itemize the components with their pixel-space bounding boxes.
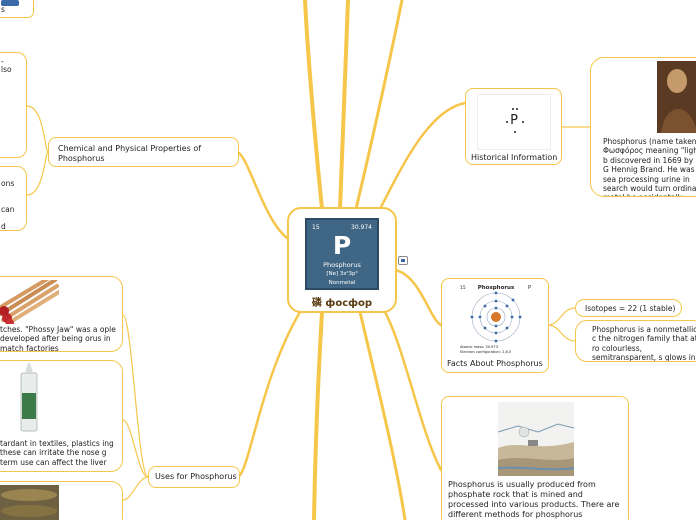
matches-image [0,280,59,324]
chem-property-node-2[interactable]: ons can d [0,166,27,231]
nonmetal-node[interactable]: Phosphorus is a nonmetallic c the nitrog… [575,320,696,362]
use-matches-text: tches. "Phossy Jaw" was a ople developed… [0,325,116,352]
link-uses-rocket [122,476,149,501]
production-node[interactable]: Phosphorus is usually produced from phos… [441,396,629,520]
use-flame-retardant-text: tardant in textiles, plastics ing these … [0,439,114,467]
branch-facts [393,268,443,327]
branch-production [383,310,443,472]
munitions-image [0,485,59,520]
chem-property-text-2c: d [1,222,6,231]
link-facts-isotopes [547,307,576,326]
top-left-label: s [1,5,5,14]
phosphate-mining-image [498,402,574,476]
central-topic-title: 磷 фосфор [311,298,373,309]
attachment-icon[interactable] [398,256,408,265]
uses-label: Uses for Phosphorus [155,472,237,481]
historical-node[interactable]: P Historical Information [465,88,562,165]
bohr-model-image: Phosphorus 15 P Atomic mass: 30.973 Elec… [458,282,534,356]
atomic-number: 15 [312,224,320,231]
historical-label: Historical Information [471,153,558,162]
branch-historical [378,101,467,211]
top-left-node[interactable]: s [0,0,34,18]
link-chem-props1 [26,105,49,153]
sealant-tube-image [20,363,38,432]
use-matches-node[interactable]: tches. "Phossy Jaw" was a ople developed… [0,276,123,352]
chem-properties-label: Chemical and Physical Properties of Phos… [58,144,202,163]
branch-uses [236,310,302,479]
chem-property-text-1b: lso [1,65,12,74]
link-chem-props2 [26,151,49,196]
isotopes-node[interactable]: Isotopes = 22 (1 stable) [575,299,682,317]
use-rocket-node[interactable] [0,481,123,520]
blue-badge-icon [1,0,19,6]
link-uses-matches [122,314,149,478]
branch-down-left [312,310,324,520]
bohr-diagram-mass: Atomic mass: 30.973 [460,345,498,349]
use-flame-retardant-node[interactable]: tardant in textiles, plastics ing these … [0,360,123,472]
brand-portrait-image [657,61,696,133]
chem-property-node-1[interactable]: - lso [0,52,27,158]
nonmetal-text: Phosphorus is a nonmetallic c the nitrog… [592,325,696,362]
element-category: Nonmetal [328,280,356,286]
chem-properties-node[interactable]: Chemical and Physical Properties of Phos… [48,137,239,167]
atomic-mass: 30.974 [351,224,372,231]
electron-config: [Ne] 3s²3p³ [326,271,358,277]
branch-chem [236,150,292,242]
branch-down-right [358,310,407,520]
isotopes-text: Isotopes = 22 (1 stable) [585,304,676,313]
lewis-symbol: P [510,113,518,128]
link-facts-nonmetal [547,324,576,342]
uses-node[interactable]: Uses for Phosphorus [148,466,240,488]
central-topic-node[interactable]: 15 30.974 P Phosphorus [Ne] 3s²3p³ Nonme… [287,207,397,313]
bohr-diagram-number: 15 [460,285,466,291]
facts-node[interactable]: Phosphorus 15 P Atomic mass: 30.973 Elec… [441,278,549,373]
bohr-diagram-symbol: P [528,285,531,291]
bohr-diagram-config: Electron configuration: 2,8,5 [460,350,511,354]
element-tile: 15 30.974 P Phosphorus [Ne] 3s²3p³ Nonme… [305,218,379,290]
chem-property-text-2b: can [1,205,15,214]
branch-up-right [354,0,404,211]
bohr-diagram-title: Phosphorus [478,285,515,291]
branch-up-left [303,0,324,211]
historical-detail-text: Phosphorus (name taken f Φωσφόρος meanin… [603,137,696,196]
chem-property-text-2a: ons [1,179,15,188]
link-uses-flame [122,419,149,478]
facts-label: Facts About Phosphorus [447,359,543,368]
chem-property-text-1a: - [1,57,4,66]
element-name: Phosphorus [323,261,361,269]
production-text: Phosphorus is usually produced from phos… [448,480,620,519]
element-symbol: P [332,231,352,260]
branch-up-mid [338,0,350,211]
lewis-dot-image: P [477,94,551,150]
historical-detail-node[interactable]: Phosphorus (name taken f Φωσφόρος meanin… [590,57,696,197]
